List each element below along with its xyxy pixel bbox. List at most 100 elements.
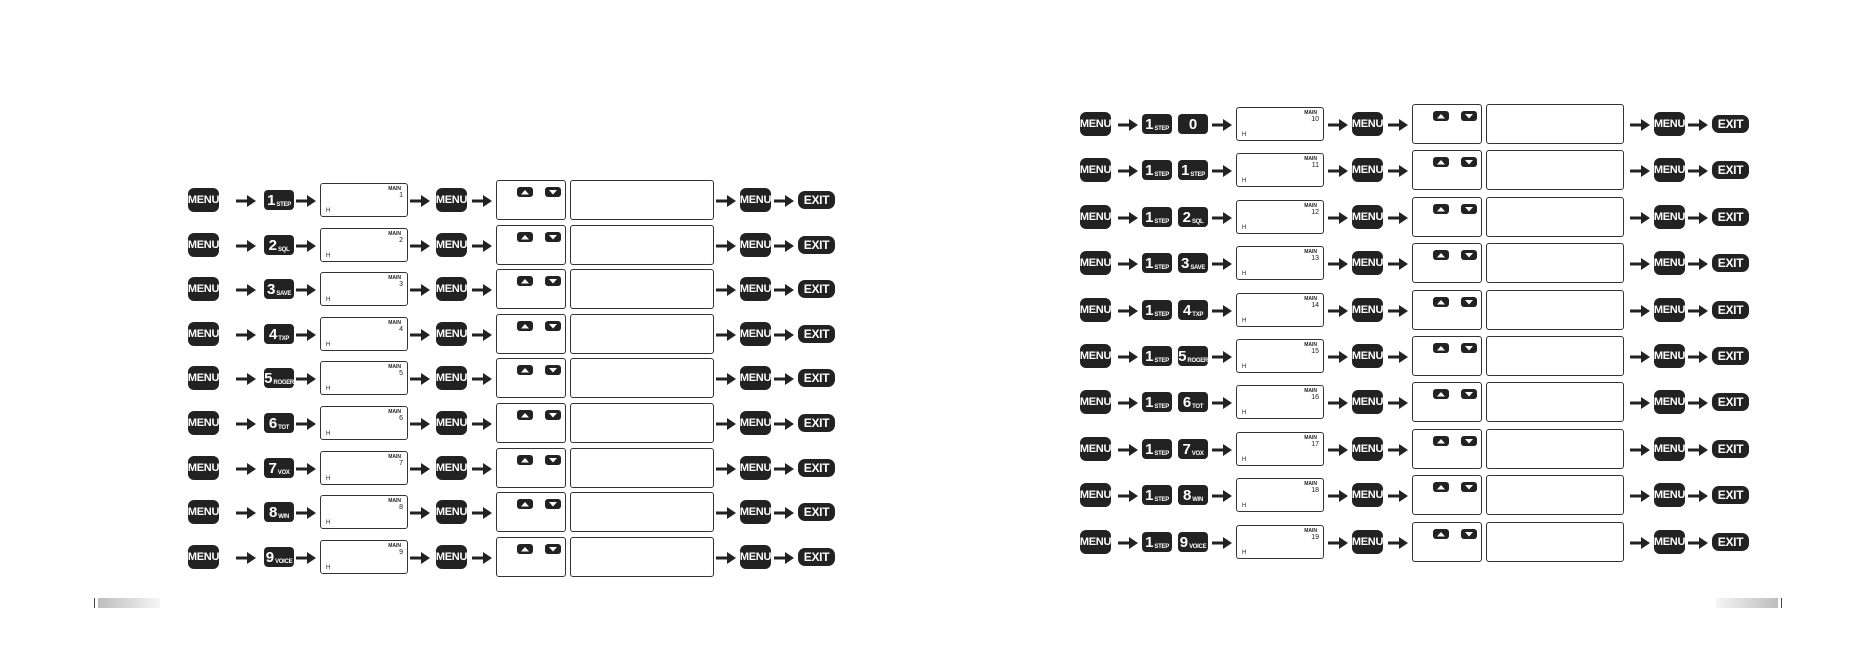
down-arrow-key-icon[interactable] [1461,157,1477,168]
exit-key[interactable]: EXIT [798,235,835,254]
up-arrow-key-icon[interactable] [1433,389,1449,400]
exit-key[interactable]: EXIT [1712,115,1749,133]
menu-key[interactable]: MENU [1080,297,1111,322]
up-arrow-key-icon[interactable] [1433,435,1449,446]
exit-key[interactable]: EXIT [798,547,835,566]
up-arrow-key-icon[interactable] [1433,250,1449,261]
up-arrow-key-icon[interactable] [1433,157,1449,168]
menu-key[interactable]: MENU [740,500,771,525]
menu-key[interactable]: MENU [1080,112,1111,136]
menu-key[interactable]: MENU [436,232,467,257]
menu-key[interactable]: MENU [436,321,467,346]
down-arrow-key-icon[interactable] [545,187,561,197]
menu-key[interactable]: MENU [436,277,467,302]
menu-key[interactable]: MENU [1654,436,1685,461]
menu-key[interactable]: MENU [1654,483,1685,508]
menu-key[interactable]: MENU [188,188,219,212]
menu-key[interactable]: MENU [1654,529,1685,554]
up-arrow-key-icon[interactable] [517,454,533,465]
exit-key[interactable]: EXIT [1712,532,1749,551]
down-arrow-key-icon[interactable] [1461,435,1477,446]
exit-key[interactable]: EXIT [1712,486,1749,505]
menu-key[interactable]: MENU [740,455,771,480]
up-arrow-key-icon[interactable] [1433,296,1449,307]
menu-key[interactable]: MENU [1654,344,1685,368]
menu-key[interactable]: MENU [1352,483,1383,508]
menu-key[interactable]: MENU [436,544,467,569]
menu-key[interactable]: MENU [1080,436,1111,461]
exit-key[interactable]: EXIT [1712,347,1749,365]
menu-key[interactable]: MENU [740,277,771,302]
menu-key[interactable]: MENU [1352,204,1383,229]
menu-key[interactable]: MENU [188,544,219,569]
exit-key[interactable]: EXIT [798,458,835,477]
menu-key[interactable]: MENU [436,366,467,391]
exit-key[interactable]: EXIT [1712,254,1749,273]
down-arrow-key-icon[interactable] [1461,203,1477,214]
exit-key[interactable]: EXIT [798,280,835,299]
exit-key[interactable]: EXIT [798,324,835,343]
menu-key[interactable]: MENU [1080,483,1111,508]
menu-key[interactable]: MENU [1352,529,1383,554]
exit-key[interactable]: EXIT [798,191,835,209]
down-arrow-key-icon[interactable] [1461,296,1477,307]
up-arrow-key-icon[interactable] [517,499,533,510]
menu-key[interactable]: MENU [1654,390,1685,415]
exit-key[interactable]: EXIT [1712,393,1749,412]
menu-key[interactable]: MENU [740,411,771,435]
menu-key[interactable]: MENU [1352,297,1383,322]
down-arrow-key-icon[interactable] [1461,111,1477,121]
down-arrow-key-icon[interactable] [545,543,561,554]
down-arrow-key-icon[interactable] [545,410,561,420]
down-arrow-key-icon[interactable] [545,276,561,287]
up-arrow-key-icon[interactable] [1433,203,1449,214]
up-arrow-key-icon[interactable] [517,276,533,287]
down-arrow-key-icon[interactable] [1461,250,1477,261]
exit-key[interactable]: EXIT [1712,439,1749,458]
menu-key[interactable]: MENU [1080,344,1111,368]
menu-key[interactable]: MENU [188,411,219,435]
exit-key[interactable]: EXIT [798,369,835,388]
menu-key[interactable]: MENU [740,544,771,569]
menu-key[interactable]: MENU [1352,436,1383,461]
menu-key[interactable]: MENU [188,232,219,257]
exit-key[interactable]: EXIT [798,503,835,522]
up-arrow-key-icon[interactable] [517,410,533,420]
exit-key[interactable]: EXIT [1712,300,1749,319]
menu-key[interactable]: MENU [1080,251,1111,276]
menu-key[interactable]: MENU [1352,344,1383,368]
menu-key[interactable]: MENU [740,232,771,257]
up-arrow-key-icon[interactable] [1433,111,1449,121]
menu-key[interactable]: MENU [188,500,219,525]
menu-key[interactable]: MENU [1080,158,1111,183]
menu-key[interactable]: MENU [436,188,467,212]
down-arrow-key-icon[interactable] [1461,389,1477,400]
menu-key[interactable]: MENU [740,366,771,391]
up-arrow-key-icon[interactable] [517,320,533,331]
down-arrow-key-icon[interactable] [1461,343,1477,353]
menu-key[interactable]: MENU [436,411,467,435]
